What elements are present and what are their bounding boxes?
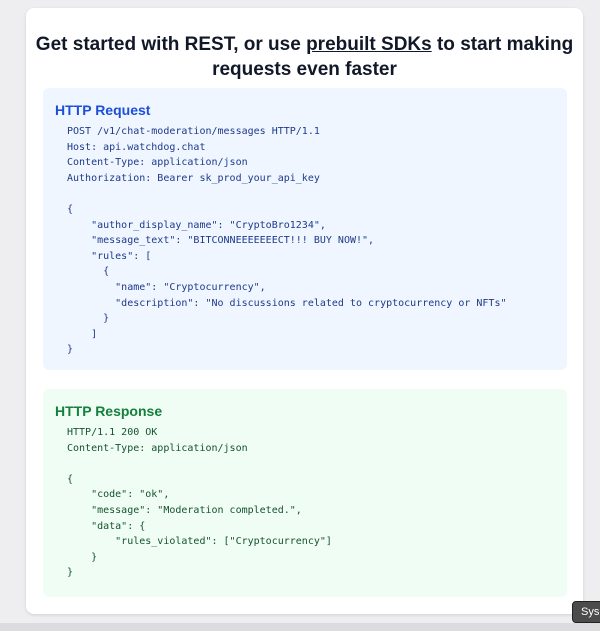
- request-heading: HTTP Request: [55, 102, 151, 118]
- api-example-card: Get started with REST, or use prebuilt S…: [26, 8, 583, 614]
- title-text: Get started with REST, or use: [35, 34, 307, 55]
- response-code: HTTP/1.1 200 OK Content-Type: applicatio…: [67, 427, 332, 579]
- request-code: POST /v1/chat-moderation/messages HTTP/1…: [67, 126, 507, 356]
- title-text-end: to start making requests even faster: [212, 34, 574, 80]
- page-title: Get started with REST, or use prebuilt S…: [26, 32, 583, 82]
- response-heading: HTTP Response: [55, 403, 163, 419]
- system-tooltip[interactable]: Sys: [572, 601, 600, 623]
- bottom-bar: [0, 623, 600, 631]
- prebuilt-sdks-link[interactable]: prebuilt SDKs: [306, 34, 432, 55]
- http-request-block: HTTP Request POST /v1/chat-moderation/me…: [43, 88, 567, 370]
- http-response-block: HTTP Response HTTP/1.1 200 OK Content-Ty…: [43, 389, 567, 597]
